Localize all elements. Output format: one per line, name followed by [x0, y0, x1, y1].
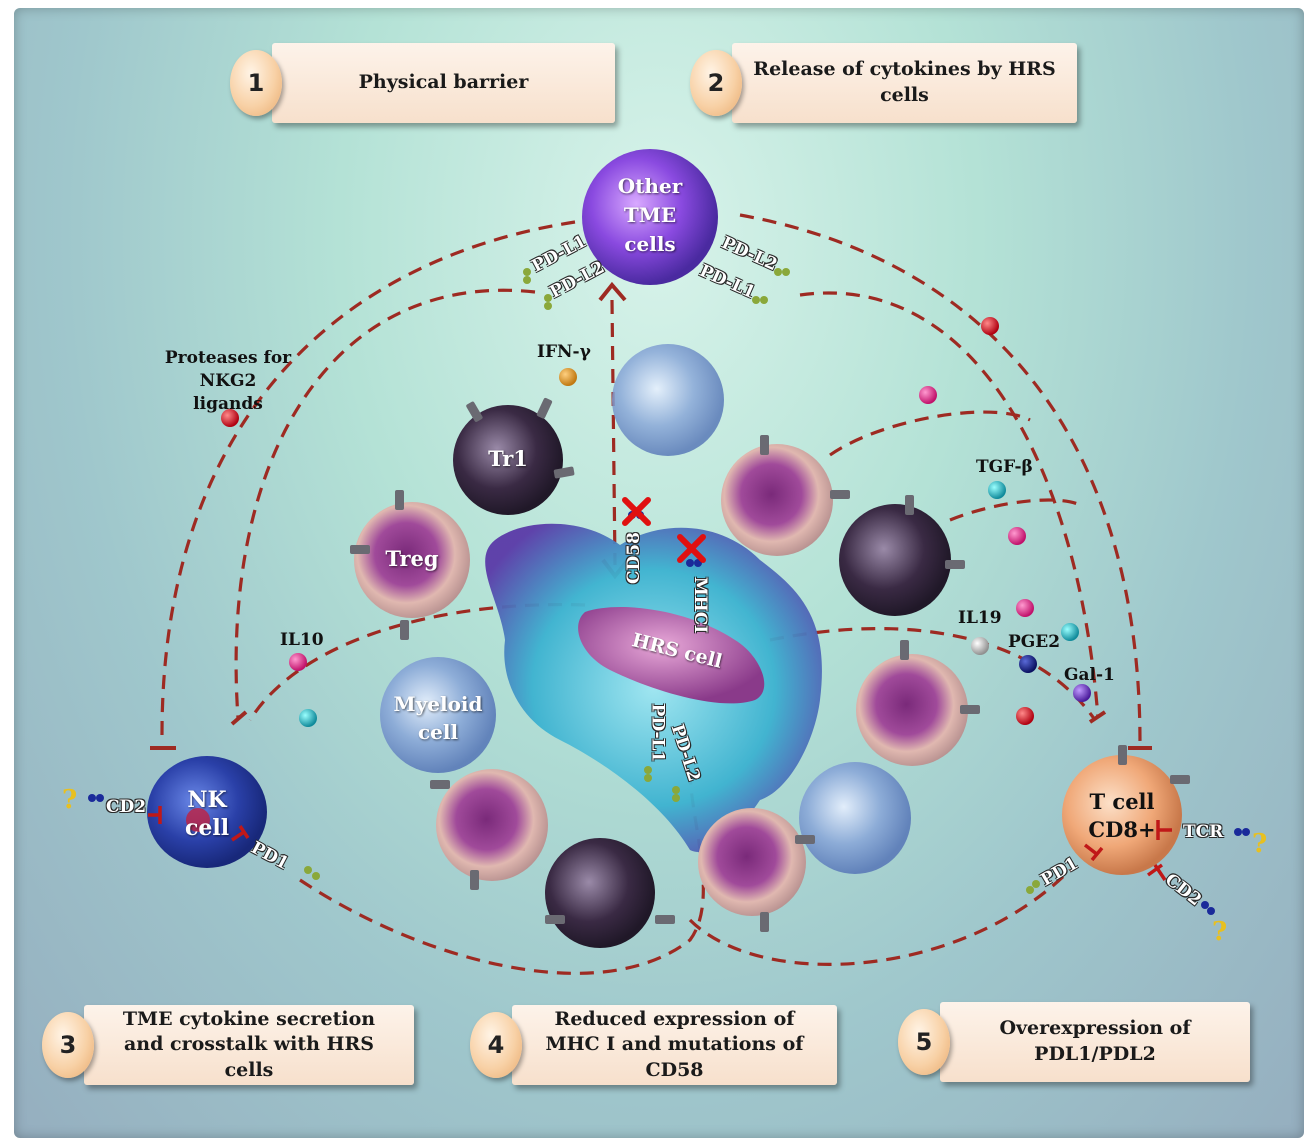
arc-inner-left — [234, 288, 536, 719]
molecule-magenta-dot — [1008, 527, 1026, 545]
tgf-beta-label: TGF-β — [976, 457, 1033, 477]
ifn-gamma-label: IFN-γ — [537, 342, 591, 362]
cell-lower-left-pink — [436, 769, 548, 881]
cell-myeloid — [380, 657, 496, 773]
molecule-il19-dot — [1016, 599, 1034, 617]
arc-outer-right — [739, 213, 1142, 743]
cell-t-cd8 — [1062, 755, 1182, 875]
molecule-il10-dot — [289, 653, 307, 671]
inhibit-bar-t-2 — [1088, 710, 1107, 724]
tr1-label: Tr1 — [488, 446, 528, 471]
myeloid-cell-label: Myeloid cell — [393, 692, 483, 744]
arc-cell-link-2 — [949, 498, 1081, 522]
cytokine-molecules — [221, 317, 1091, 727]
cd2-label-nk: CD2 — [106, 797, 147, 817]
hrs-nucleus — [578, 607, 765, 704]
mechanism-3-badge: 3 — [42, 1012, 94, 1078]
mechanism-1-number: 1 — [247, 69, 265, 97]
mechanism-2-number: 2 — [707, 69, 725, 97]
mhc1-label: MHCI — [690, 576, 711, 634]
molecule-red-dot — [1016, 707, 1034, 725]
proteases-label: Proteases for NKG2 ligands — [164, 348, 292, 414]
inhibitory-symbols — [148, 806, 1172, 881]
nk-cell-label: NK cell — [184, 787, 230, 841]
cell-bottom-dark — [545, 838, 655, 948]
question-mark-icon: ? — [62, 785, 77, 815]
mechanism-2-text: Release of cytokines by HRS cells — [753, 58, 1056, 106]
question-mark-icon: ? — [1212, 917, 1227, 947]
t-cell-cd8-label: T cell CD8+ — [1088, 789, 1156, 843]
molecule-protease-dot — [221, 409, 239, 427]
receptor-stubs — [350, 397, 1190, 932]
mechanism-5-badge: 5 — [898, 1009, 950, 1075]
cell-other-tme — [582, 149, 718, 285]
cell-tr1 — [453, 405, 563, 515]
ligand-green-dots — [304, 268, 1040, 894]
surrounding-cells — [147, 149, 1182, 948]
arc-central-vertical — [610, 299, 617, 566]
treg-label: Treg — [385, 546, 439, 571]
cell-lower-right-blue — [799, 762, 911, 874]
mechanism-4-number: 4 — [487, 1031, 505, 1059]
molecule-magenta-dot — [919, 386, 937, 404]
cross-mhc1-icon — [677, 534, 706, 563]
pge2-label: PGE2 — [1008, 632, 1061, 652]
question-mark-icon: ? — [1252, 829, 1267, 859]
molecule-ifn-dot — [559, 368, 577, 386]
arc-bottom-right — [688, 868, 1072, 966]
mechanism-1-text: Physical barrier — [358, 71, 529, 94]
il19-label: IL19 — [958, 608, 1002, 628]
mechanism-5-number: 5 — [915, 1028, 933, 1056]
mechanism-4-text: Reduced expression of MHC I and mutation… — [545, 1007, 804, 1081]
connector-arcs — [160, 213, 1142, 975]
cross-cd58-icon — [622, 497, 651, 526]
molecule-pge2-dot — [1019, 655, 1037, 673]
molecule-tgf-dot — [988, 481, 1006, 499]
arc-cell-link-1 — [829, 410, 1031, 457]
arc-inner-right — [799, 291, 1100, 719]
molecule-grey-dot — [971, 637, 989, 655]
molecule-teal-dot — [1061, 623, 1079, 641]
molecule-gal1-dot — [1073, 684, 1091, 702]
mechanism-2-box: Release of cytokines by HRS cells — [732, 43, 1077, 123]
tcr-label: TCR — [1183, 822, 1224, 842]
molecule-teal-dot — [299, 709, 317, 727]
arc-outer-left — [160, 220, 576, 741]
cell-right-pink — [856, 654, 968, 766]
mechanism-2-badge: 2 — [690, 50, 742, 116]
cell-right-dark — [839, 504, 951, 616]
cd58-label: CD58 — [623, 532, 644, 584]
pdl1-label-hrs: PD-L1 — [647, 703, 668, 763]
mutation-crosses — [622, 497, 706, 563]
cell-treg — [354, 502, 470, 618]
mechanism-1-box: Physical barrier — [272, 43, 615, 123]
mechanism-3-text: TME cytokine secretion and crosstalk wit… — [122, 1007, 376, 1081]
other-tme-cells-label: Other TME cells — [617, 174, 683, 256]
mechanism-3-box: TME cytokine secretion and crosstalk wit… — [84, 1005, 414, 1085]
mechanism-4-box: Reduced expression of MHC I and mutation… — [512, 1005, 837, 1085]
il10-label: IL10 — [280, 630, 324, 650]
mechanism-5-box: Overexpression of PDL1/PDL2 — [940, 1002, 1250, 1082]
hrs-cell — [485, 523, 822, 852]
question-marks: ? ? ? — [62, 785, 1267, 947]
molecule-red-dot — [981, 317, 999, 335]
mechanism-3-number: 3 — [59, 1031, 77, 1059]
cell-upper-right-pink — [721, 444, 833, 556]
arrowhead-up — [598, 281, 627, 302]
arc-hrs-t — [769, 626, 1097, 721]
cell-lower-middle-pink — [698, 808, 806, 916]
mechanism-5-text: Overexpression of PDL1/PDL2 — [999, 1017, 1191, 1065]
cell-top-blue — [612, 344, 724, 456]
cell-nk — [147, 756, 267, 868]
inhibit-bar-nk-2 — [230, 710, 248, 726]
gal1-label: Gal-1 — [1064, 665, 1115, 685]
mechanism-1-badge: 1 — [230, 50, 282, 116]
mechanism-4-badge: 4 — [470, 1012, 522, 1078]
